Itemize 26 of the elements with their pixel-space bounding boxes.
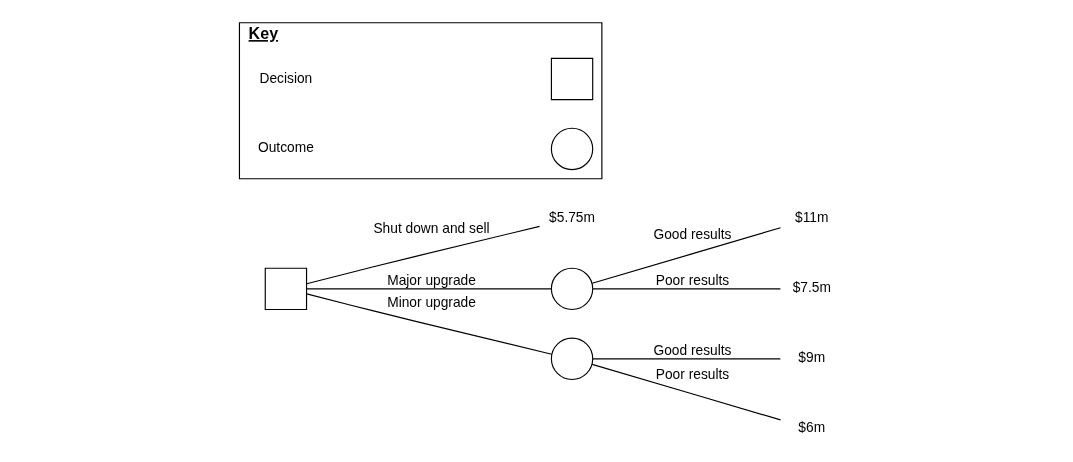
node-text: $5.75m (549, 209, 595, 225)
node-text: $11m (795, 209, 829, 225)
legend-label: Outcome (258, 139, 314, 155)
connector (591, 226, 782, 284)
node-box (550, 57, 594, 100)
connector (591, 363, 782, 420)
node-circle (550, 127, 594, 170)
node-box (264, 267, 308, 310)
legend-label: Decision (259, 70, 313, 86)
node-circle (550, 267, 594, 310)
connector (306, 225, 541, 284)
node-circle (550, 337, 594, 380)
edge-label: Good results (653, 226, 732, 242)
node-text: $9m (798, 349, 826, 365)
connector (306, 292, 553, 355)
edge-label: Poor results (655, 272, 730, 288)
connector (592, 287, 781, 289)
node-text: $7.5m (792, 279, 831, 295)
edge-label: Poor results (655, 366, 730, 382)
edge-label: Good results (653, 342, 732, 358)
connector (592, 357, 781, 359)
edge-label: Major upgrade (387, 272, 476, 288)
node-text: $6m (798, 419, 826, 435)
edge-label: Minor upgrade (387, 294, 476, 310)
connector (306, 287, 552, 289)
edge-label: Shut down and sell (373, 220, 490, 236)
